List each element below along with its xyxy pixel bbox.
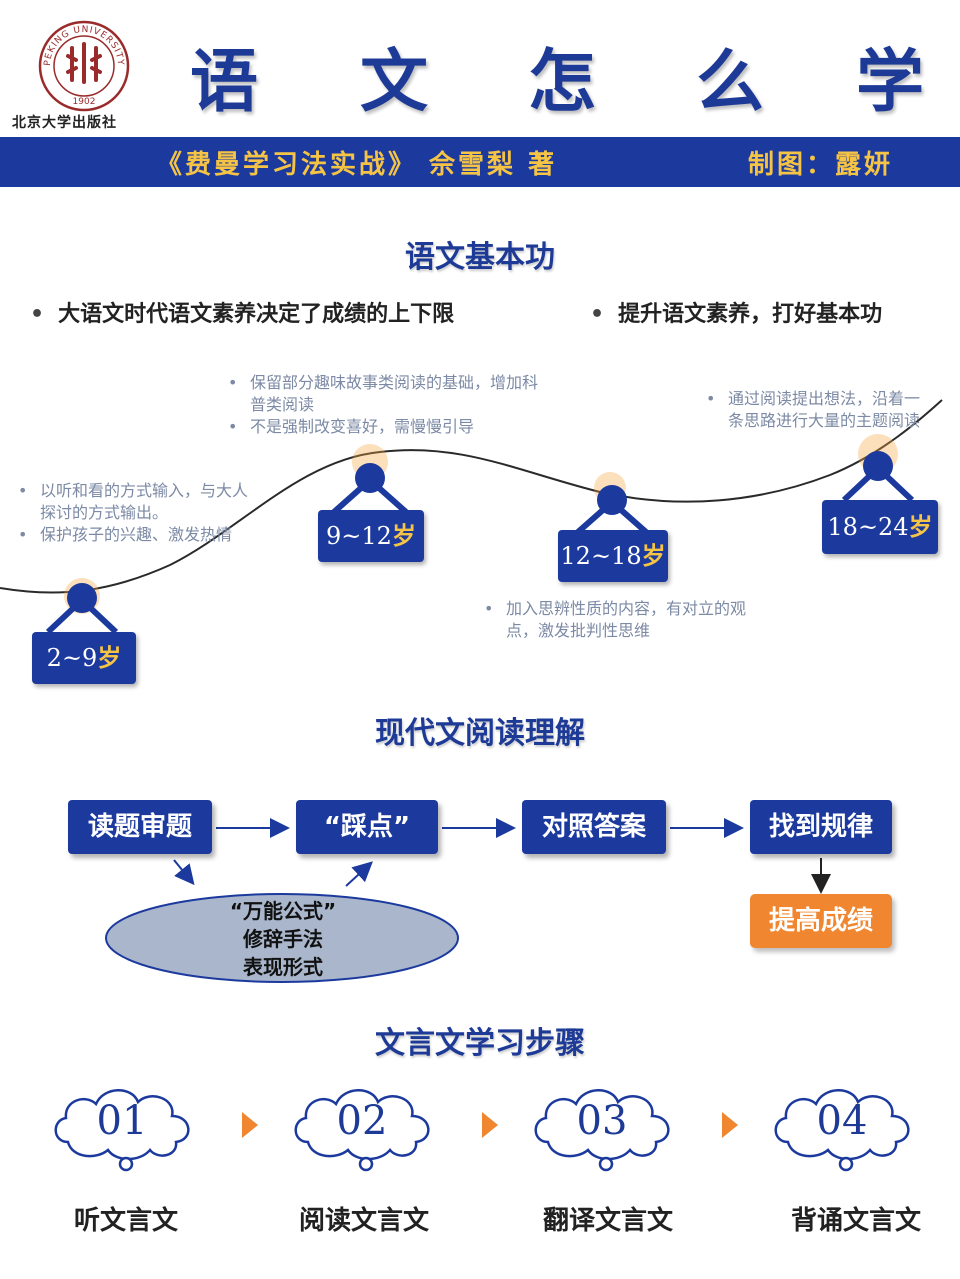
cloud-icon-1 <box>54 1089 190 1161</box>
pin-12-18 <box>576 472 648 535</box>
step-num-3: 03 <box>576 1098 628 1144</box>
title-char-3: 怎 <box>528 43 597 122</box>
step-label-4: 背诵文言文 <box>790 1206 921 1236</box>
title-char-4: 么 <box>696 43 765 122</box>
reading-flow-arrows <box>105 818 831 983</box>
cloud-icon-4 <box>774 1089 910 1161</box>
svg-text:PEKING UNIVERSITY PRESS: PEKING UNIVERSITY PRESS <box>38 20 125 66</box>
bullet-1: •大语文时代语文素养决定了成绩的上下限 <box>30 302 455 327</box>
age-box-9-12: 9~12岁 <box>318 510 424 562</box>
pin-18-24 <box>841 434 915 503</box>
flow-step-compare: 对照答案 <box>522 800 666 854</box>
arrow-right-icon <box>482 1112 498 1138</box>
age-box-12-18: 12~18岁 <box>558 530 668 582</box>
section-title-reading: 现代文阅读理解 <box>375 716 585 751</box>
step-num-4: 04 <box>816 1098 868 1144</box>
cloud-icon-3 <box>534 1089 670 1161</box>
book-info: 《费曼学习法实战》 佘雪梨 著 <box>156 150 558 180</box>
section-title-basics: 语文基本功 <box>405 240 555 275</box>
notes-9-12: •保留部分趣味故事类阅读的基础，增加科普类阅读 •不是强制改变喜好，需慢慢引导 <box>228 373 539 436</box>
ellipse-text: “万能公式” 修辞手法 表现形式 <box>229 899 337 979</box>
seal-icon: PEKING UNIVERSITY PRESS 1902 <box>34 13 130 112</box>
flow-step-points: “踩点” <box>296 800 438 854</box>
notes-18-24: •通过阅读提出想法，沿着一条思路进行大量的主题阅读 <box>706 389 921 430</box>
publisher-logo: PEKING UNIVERSITY PRESS 1902 <box>34 13 130 112</box>
step-label-3: 翻译文言文 <box>542 1206 673 1236</box>
step-label-2: 阅读文言文 <box>298 1206 429 1236</box>
title-char-1: 语 <box>190 43 259 122</box>
step-label-1: 听文言文 <box>73 1206 178 1236</box>
notes-12-18: •加入思辨性质的内容，有对立的观点，激发批判性思维 <box>484 599 747 640</box>
age-box-2-9: 2~9岁 <box>32 632 136 684</box>
step-num-2: 02 <box>336 1098 388 1144</box>
svg-text:1902: 1902 <box>73 97 96 107</box>
timeline-curve <box>0 399 943 635</box>
pin-2-9 <box>45 578 119 635</box>
title-char-2: 文 <box>360 43 429 122</box>
flow-result: 提高成绩 <box>750 894 892 948</box>
credit: 制图：露妍 <box>748 150 894 180</box>
bullet-2: •提升语文素养，打好基本功 <box>590 302 883 327</box>
pin-9-12 <box>332 444 408 515</box>
flow-step-pattern: 找到规律 <box>750 800 892 854</box>
cloud-shapes <box>54 1089 910 1172</box>
ellipse-tips <box>105 893 459 983</box>
flow-step-read: 读题审题 <box>68 800 212 854</box>
section-title-classical: 文言文学习步骤 <box>375 1026 585 1061</box>
cloud-icon-2 <box>294 1089 430 1161</box>
arrow-right-icon <box>722 1112 738 1138</box>
arrow-right-icon <box>242 1112 258 1138</box>
step-num-1: 01 <box>96 1098 148 1144</box>
notes-2-9: •以听和看的方式输入，与大人探讨的方式输出。 •保护孩子的兴趣、激发热情 <box>18 481 249 544</box>
age-box-18-24: 18~24岁 <box>822 500 938 554</box>
info-band <box>0 137 960 187</box>
publisher-name: 北京大学出版社 <box>12 115 117 131</box>
title-char-5: 学 <box>856 43 925 122</box>
